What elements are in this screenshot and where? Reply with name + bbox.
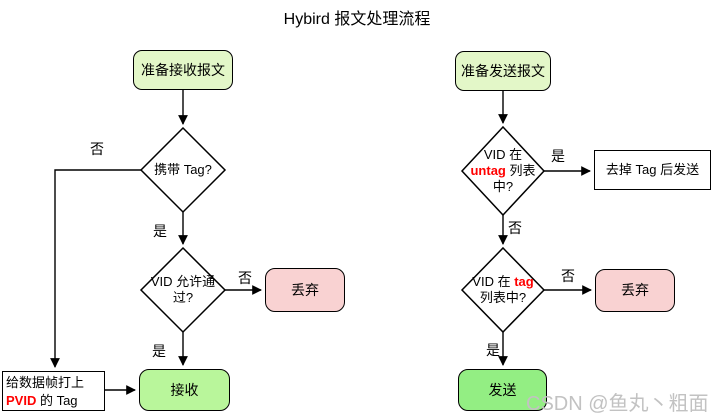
untag-highlight: untag [470,162,506,178]
pvid-tag-node: 给数据帧打上 PVID 的 Tag [2,371,105,411]
receive-node: 接收 [139,369,230,411]
right-decision2-label: VID 在 tag 列表中? [472,273,534,305]
right-decision1-label: VID 在 untag 列表 中? [470,146,536,195]
left-discard-node: 丢弃 [265,268,345,312]
decision-diamond-vid-allowed [139,246,227,334]
untag-send-node: 去掉 Tag 后发送 [594,150,711,190]
right-d1-yes-label: 是 [551,148,565,164]
decision-diamond-vid-in-tag-list [460,246,546,334]
watermark: CSDN @鱼丸丶粗面 [526,393,709,415]
decision-diamond-vid-in-untag-list [460,125,546,217]
right-start-node: 准备发送报文 [455,51,551,91]
left-d2-yes-label: 是 [152,343,166,359]
left-d1-yes-label: 是 [153,223,167,239]
tag-highlight: tag [514,273,534,289]
pvid-highlight: PVID [6,393,37,409]
send-node: 发送 [458,369,547,411]
left-start-node: 准备接收报文 [133,50,233,90]
decision-diamond-carry-tag [139,126,227,214]
right-discard-node: 丢弃 [595,269,675,312]
left-d2-no-label: 否 [238,270,252,286]
right-d2-no-label: 否 [561,268,575,284]
right-d2-yes-label: 是 [486,342,500,358]
right-d1-no-label: 否 [508,220,522,236]
page-title: Hybird 报文处理流程 [283,11,431,28]
left-decision2-label: VID 允许通 过? [150,273,216,305]
left-decision1-label: 携带 Tag? [154,161,212,177]
connector-left-d1-no-to-tagbox [50,169,141,368]
left-d1-no-label: 否 [90,141,104,157]
